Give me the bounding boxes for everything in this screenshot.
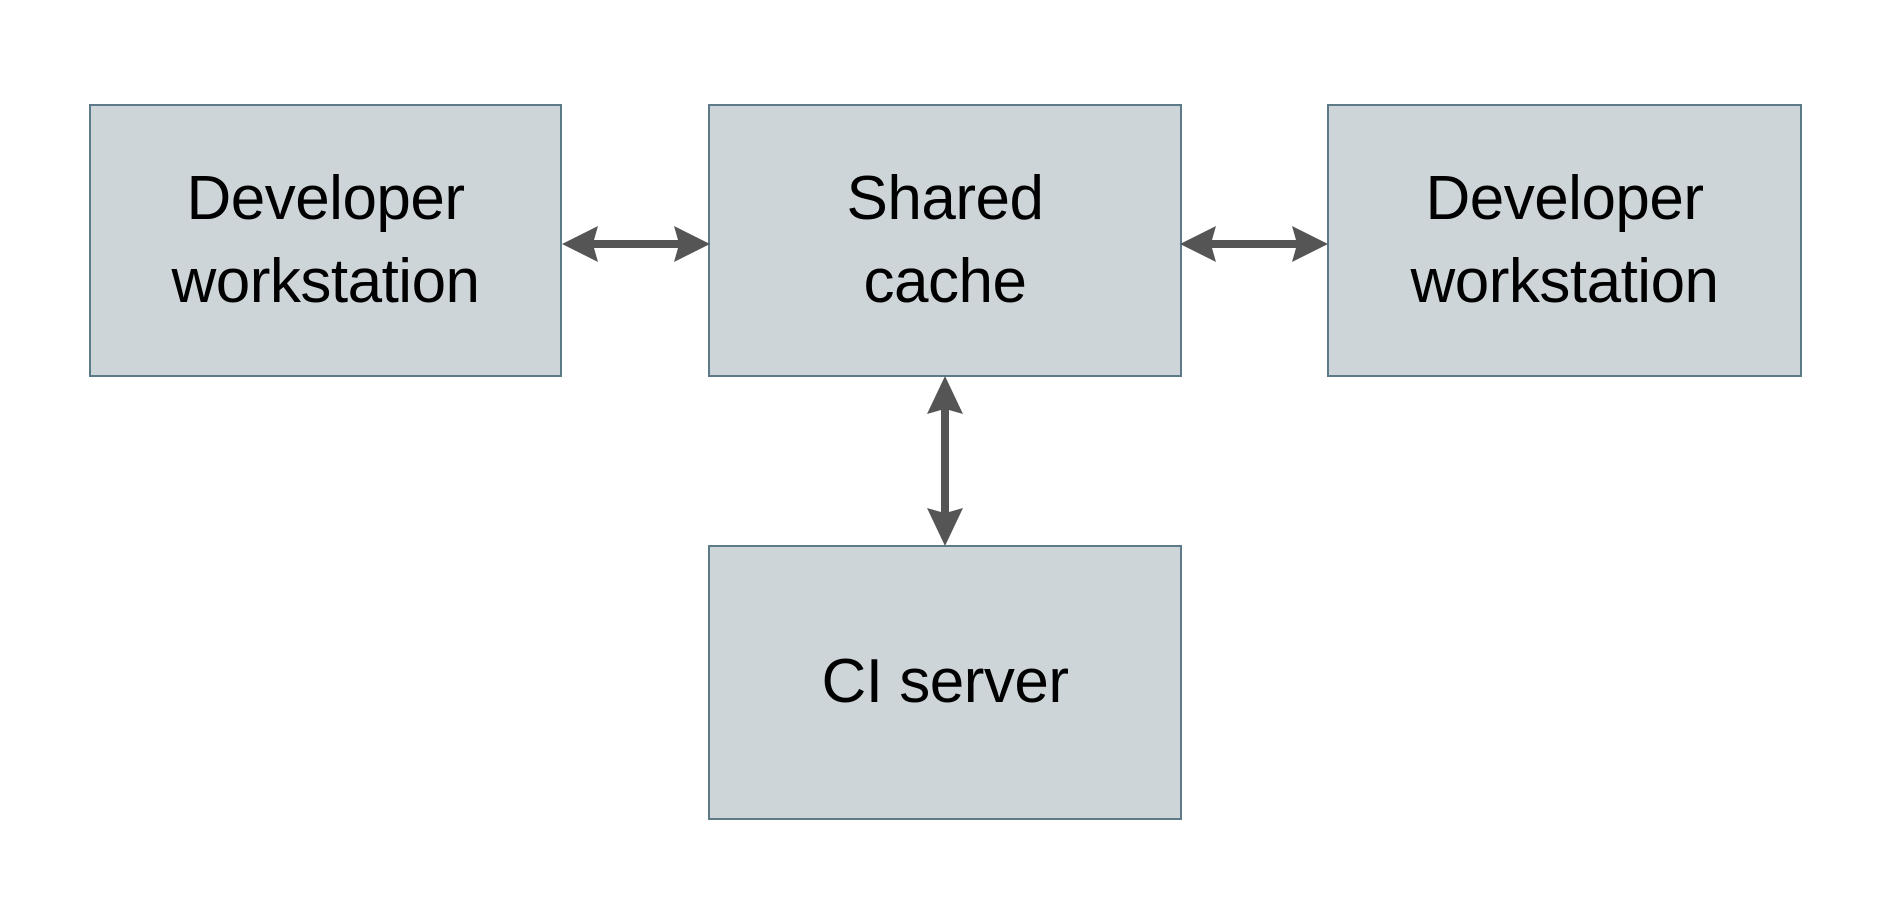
connector-shared-cache-to-right-workstation[interactable] — [1176, 213, 1332, 275]
node-developer-workstation-left[interactable]: Developer workstation — [89, 104, 562, 377]
connector-shared-cache-to-ci-server[interactable] — [912, 372, 978, 550]
double-arrow-icon — [1180, 226, 1328, 262]
node-ci-server[interactable]: CI server — [708, 545, 1182, 820]
connector-left-workstation-to-shared-cache[interactable] — [558, 213, 714, 275]
node-label-ci-server: CI server — [821, 647, 1069, 717]
node-shared-cache[interactable]: Shared cache — [708, 104, 1182, 377]
double-arrow-vertical-icon — [927, 376, 963, 546]
node-label-developer-workstation-right: Developer workstation — [1410, 164, 1719, 316]
double-arrow-icon — [562, 226, 710, 262]
node-developer-workstation-right[interactable]: Developer workstation — [1327, 104, 1802, 377]
node-label-developer-workstation-left: Developer workstation — [171, 164, 480, 316]
node-label-shared-cache: Shared cache — [846, 164, 1044, 316]
